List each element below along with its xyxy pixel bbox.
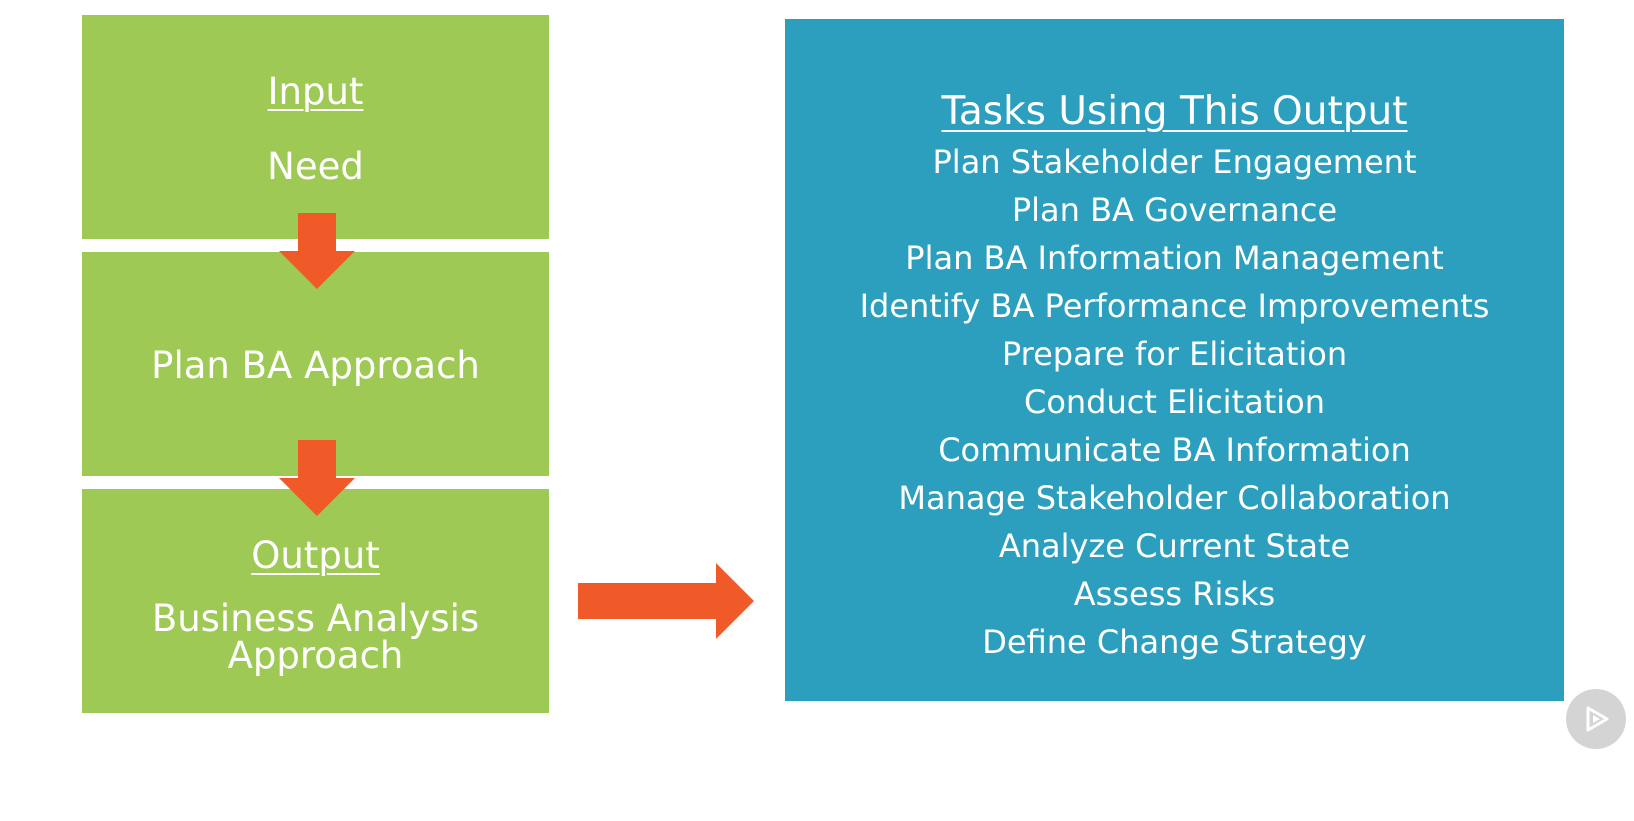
arrow-down-icon (279, 440, 355, 516)
task-item: Define Change Strategy (982, 622, 1367, 661)
plan-approach-box: Plan BA Approach (82, 252, 549, 476)
task-item: Plan Stakeholder Engagement (932, 142, 1417, 181)
plan-approach-label: Plan BA Approach (151, 343, 480, 387)
output-box: Output Business Analysis Approach (82, 489, 549, 713)
output-heading: Output (251, 533, 380, 577)
input-value: Need (267, 145, 364, 188)
play-icon (1586, 706, 1609, 732)
task-item: Identify BA Performance Improvements (859, 286, 1490, 325)
task-item: Plan BA Governance (1011, 190, 1338, 229)
task-item: Plan BA Information Management (905, 238, 1444, 277)
output-value: Business Analysis Approach (151, 597, 480, 678)
task-item: Communicate BA Information (938, 430, 1411, 469)
input-heading: Input (267, 70, 364, 114)
tasks-title: Tasks Using This Output (941, 89, 1408, 134)
arrow-right-icon (578, 563, 754, 639)
input-box: Input Need (82, 15, 549, 239)
task-item: Manage Stakeholder Collaboration (898, 478, 1451, 517)
tasks-using-output-box: Tasks Using This Output Plan Stakeholder… (785, 19, 1564, 701)
task-item: Assess Risks (1073, 574, 1276, 613)
task-item: Conduct Elicitation (1023, 382, 1326, 421)
play-button[interactable] (1566, 689, 1626, 749)
task-item: Analyze Current State (998, 526, 1351, 565)
arrow-down-icon (279, 213, 355, 289)
task-item: Prepare for Elicitation (1001, 334, 1348, 373)
